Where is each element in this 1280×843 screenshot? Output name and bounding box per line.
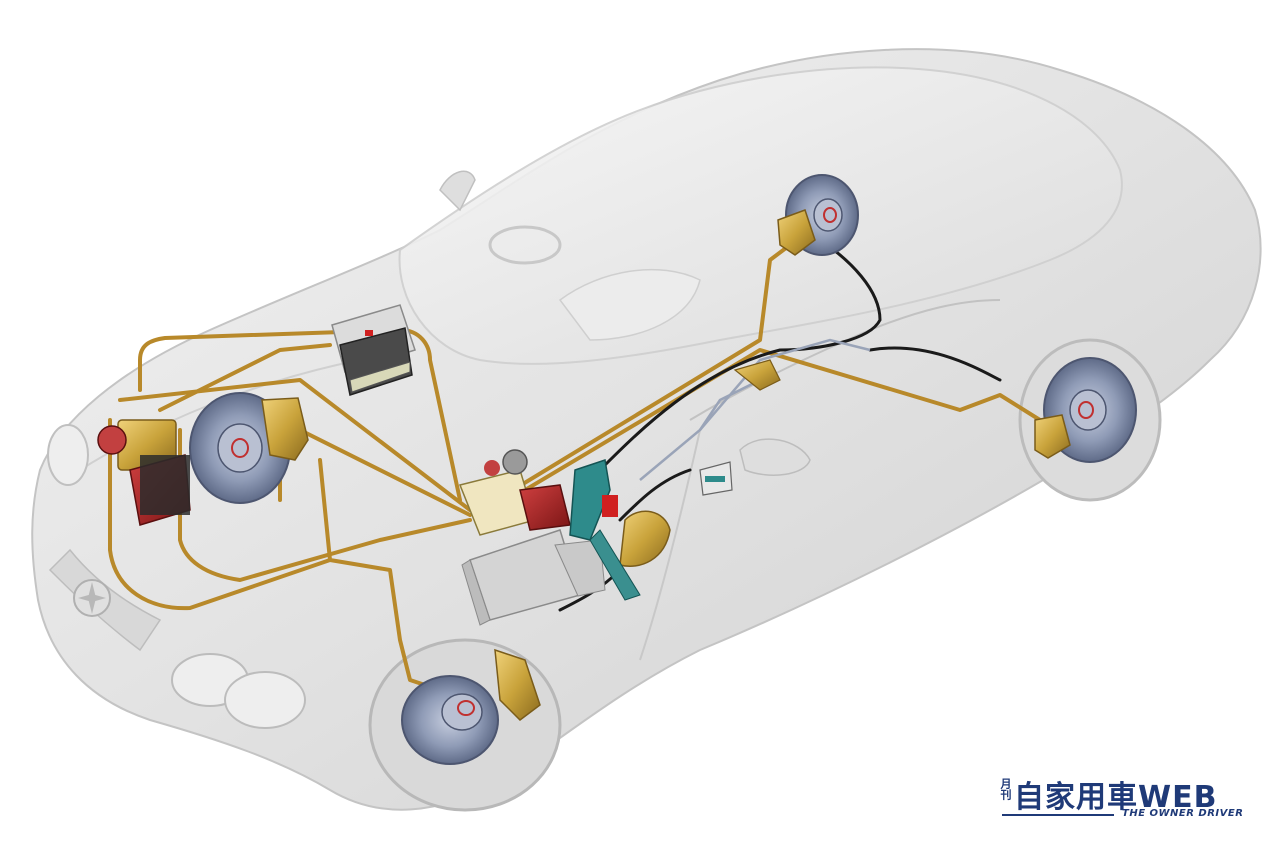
master-cylinder-reservoir-icon (458, 449, 571, 536)
parking-brake-cable (639, 338, 871, 481)
rear-left-caliper-icon (777, 209, 816, 256)
front-right-caliper-icon (494, 648, 541, 721)
sensor-cables (558, 238, 1002, 612)
front-left-caliper-icon (261, 397, 309, 461)
car-body (31, 48, 1262, 811)
logo-main-text: 自家用車WEB (1014, 780, 1218, 815)
parking-brake-lever-icon (699, 359, 781, 496)
battery-icon (331, 304, 416, 396)
logo-small-text: 月刊 (999, 778, 1012, 800)
rear-right-caliper-icon (1034, 414, 1071, 459)
publisher-logo: 月刊 自家用車WEB THE OWNER DRIVER (999, 772, 1260, 828)
abs-hydraulic-unit-icon (97, 419, 191, 526)
front-right-brake-disc-icon (401, 675, 499, 765)
brake-pedal-icon (569, 459, 671, 601)
logo-rule (1002, 814, 1114, 816)
control-unit-icon (461, 529, 606, 626)
logo-subtitle: THE OWNER DRIVER (1122, 808, 1244, 819)
